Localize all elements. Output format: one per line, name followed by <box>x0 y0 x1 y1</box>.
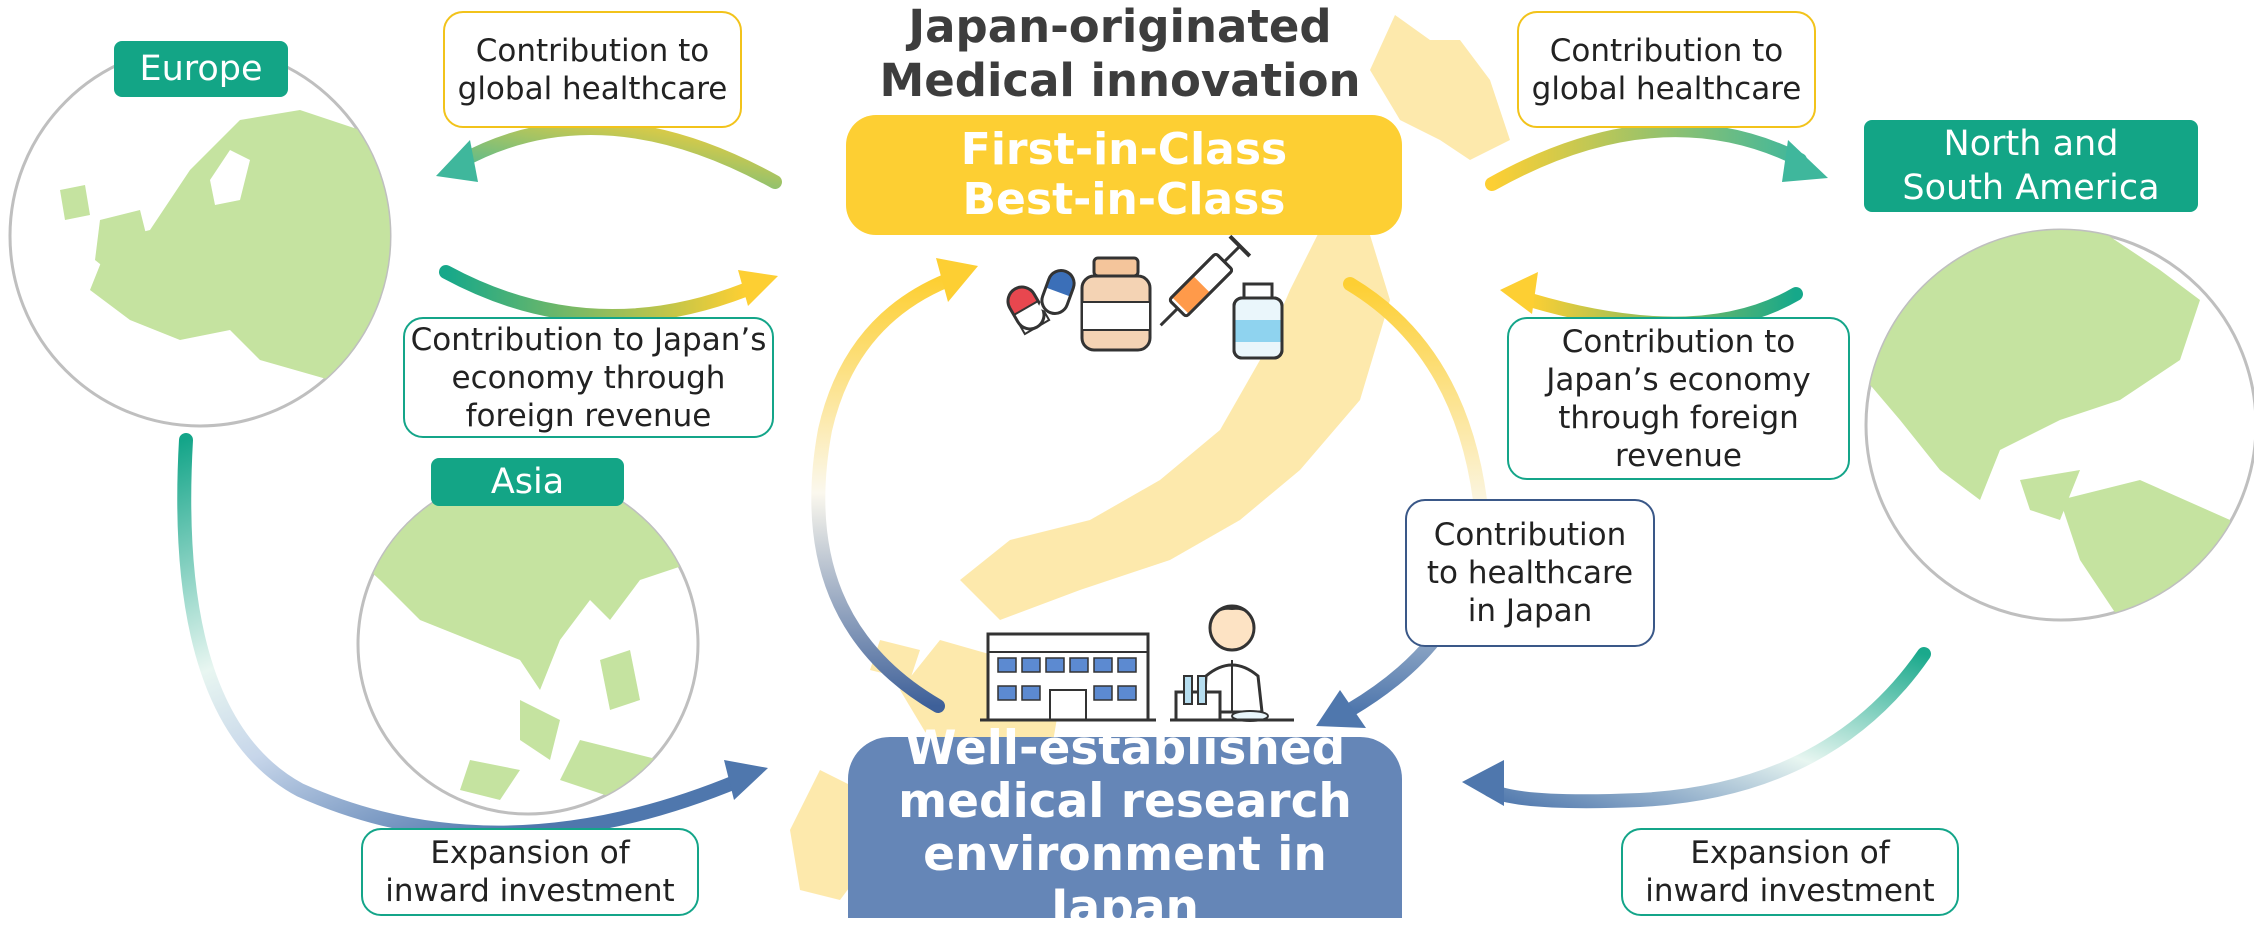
bubble-economy-left: Contribution to Japan’s economy through … <box>403 317 774 438</box>
vial-icon <box>1232 282 1284 360</box>
region-tag-asia: Asia <box>431 458 624 506</box>
asia-globe <box>356 472 700 816</box>
pill-capsules-icon <box>1006 269 1076 336</box>
arrow-economy-right <box>1500 272 1803 331</box>
bubble-economy-right: Contribution to Japan’s economy through … <box>1507 317 1850 480</box>
innovation-box: First-in-Class Best-in-Class <box>846 115 1402 235</box>
research-environment-box: Well-established medical research enviro… <box>848 722 1402 934</box>
hospital-building-icon <box>980 632 1156 722</box>
arrow-investment-left <box>177 433 768 840</box>
bubble-investment-right: Expansion of inward investment <box>1621 828 1959 916</box>
syringe-icon <box>1159 234 1252 327</box>
researcher-icon <box>1170 604 1294 722</box>
arrow-investment-right <box>1462 647 1931 809</box>
medicine-bottle-icon <box>1080 256 1152 352</box>
region-tag-americas: North and South America <box>1864 120 2198 212</box>
arrow-inner-left <box>811 258 978 713</box>
bubble-healthcare-japan: Contribution to healthcare in Japan <box>1405 499 1655 647</box>
bubble-global-healthcare-right: Contribution to global healthcare <box>1517 11 1816 128</box>
arrow-economy-left <box>439 265 778 324</box>
bubble-global-healthcare-left: Contribution to global healthcare <box>443 11 742 128</box>
americas-globe <box>1864 228 2254 622</box>
bubble-investment-left: Expansion of inward investment <box>361 828 699 916</box>
europe-globe <box>8 44 392 428</box>
arrow-global-left <box>436 121 782 189</box>
arrow-global-right <box>1485 123 1828 191</box>
diagram-title: Japan-originated Medical innovation <box>879 0 1361 107</box>
region-tag-europe: Europe <box>114 41 288 97</box>
